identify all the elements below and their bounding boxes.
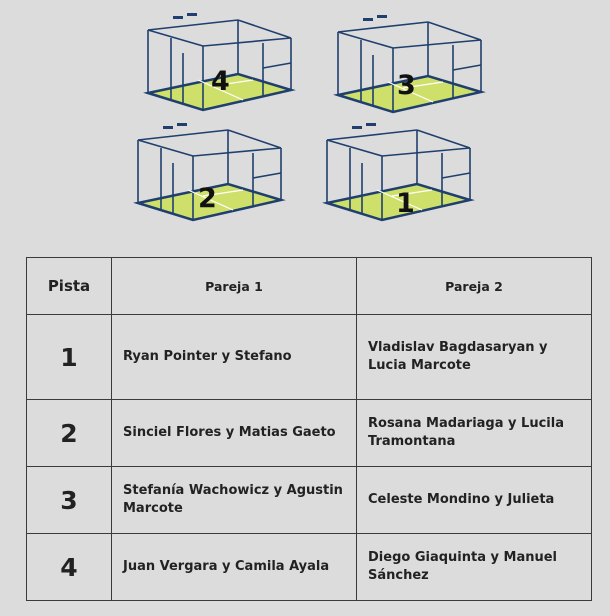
header-pareja-1: Pareja 1	[111, 257, 357, 315]
cell-pista: 3	[26, 466, 112, 534]
padel-court-icon	[133, 123, 286, 222]
padel-court-icon	[322, 123, 475, 222]
header-pista: Pista	[26, 257, 112, 315]
table-row: 2 Sinciel Flores y Matias Gaeto Rosana M…	[26, 399, 592, 467]
court-number: 3	[397, 70, 416, 101]
cell-pareja-2: Celeste Mondino y Julieta	[356, 466, 592, 534]
court-number: 1	[396, 188, 415, 219]
table-row: 4 Juan Vergara y Camila Ayala Diego Giaq…	[26, 533, 592, 601]
padel-court-icon	[333, 15, 486, 114]
cell-pareja-1: Stefanía Wachowicz y Agustin Marcote	[111, 466, 357, 534]
table-row: 1 Ryan Pointer y Stefano Vladislav Bagda…	[26, 314, 592, 400]
padel-court-icon	[143, 13, 296, 112]
table-row: 3 Stefanía Wachowicz y Agustin Marcote C…	[26, 466, 592, 534]
padel-court-1: 1	[322, 118, 492, 233]
cell-pareja-1: Ryan Pointer y Stefano	[111, 314, 357, 400]
cell-pista: 4	[26, 533, 112, 601]
padel-court-3: 3	[333, 10, 503, 125]
court-illustrations: 4 3	[0, 0, 610, 250]
cell-pareja-1: Juan Vergara y Camila Ayala	[111, 533, 357, 601]
cell-pista: 1	[26, 314, 112, 400]
header-pareja-2: Pareja 2	[356, 257, 592, 315]
cell-pareja-2: Diego Giaquinta y Manuel Sánchez	[356, 533, 592, 601]
padel-court-4: 4	[143, 8, 313, 123]
cell-pareja-1: Sinciel Flores y Matias Gaeto	[111, 399, 357, 467]
court-number: 2	[198, 183, 217, 214]
table-header-row: Pista Pareja 1 Pareja 2	[26, 257, 592, 315]
cell-pareja-2: Vladislav Bagdasaryan y Lucia Marcote	[356, 314, 592, 400]
match-schedule-table: Pista Pareja 1 Pareja 2 1 Ryan Pointer y…	[26, 257, 592, 601]
cell-pareja-2: Rosana Madariaga y Lucila Tramontana	[356, 399, 592, 467]
court-number: 4	[211, 66, 230, 97]
cell-pista: 2	[26, 399, 112, 467]
padel-court-2: 2	[133, 118, 303, 233]
